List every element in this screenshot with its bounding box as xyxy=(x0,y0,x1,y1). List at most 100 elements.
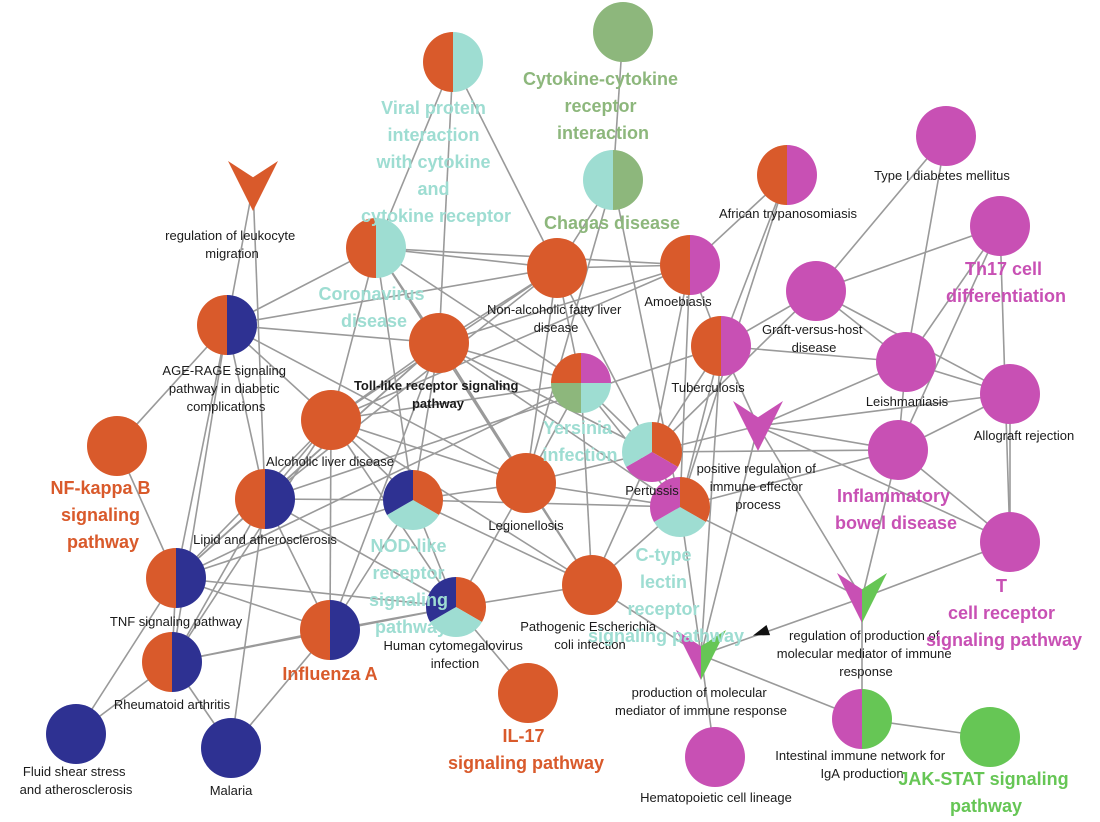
node-pertussis[interactable] xyxy=(622,422,683,482)
node-intest[interactable] xyxy=(832,689,892,749)
node-t1dm[interactable] xyxy=(916,106,976,166)
edge-nafld-agerage xyxy=(226,267,558,326)
edge-african-tb xyxy=(720,174,788,347)
edge-alcoholic-flu xyxy=(329,419,332,631)
node-chagas[interactable] xyxy=(583,150,643,210)
group-label-ibd-line1: Inflammatory xyxy=(837,486,950,506)
node-african[interactable] xyxy=(757,145,817,205)
node-flu[interactable] xyxy=(300,600,360,660)
node-nfkb-disc xyxy=(87,416,147,476)
label-t1dm: Type I diabetes mellitus xyxy=(874,168,1010,183)
edge-viral-corona xyxy=(375,61,454,249)
node-gvhd-disc xyxy=(786,261,846,321)
node-alcoholic[interactable] xyxy=(301,390,361,450)
node-hcmv[interactable] xyxy=(426,577,487,637)
node-th17-disc xyxy=(970,196,1030,256)
group-label-yersinia: Yersinia infection xyxy=(543,418,618,465)
edge-th17-gvhd xyxy=(815,225,1001,292)
group-label-tcr: T cell receptor signaling pathway xyxy=(926,576,1082,650)
node-cytokine[interactable] xyxy=(593,2,653,62)
node-prod[interactable] xyxy=(676,630,726,680)
group-label-nfkb: NF-kappa B signaling pathway xyxy=(50,478,155,552)
node-regleuk[interactable] xyxy=(228,161,278,211)
label-fluid: Fluid shear stress and atherosclerosis xyxy=(20,764,133,797)
node-gvhd[interactable] xyxy=(786,261,846,321)
node-tb[interactable] xyxy=(691,316,751,376)
group-label-corona-line1: Coronavirus xyxy=(318,284,424,304)
node-yersinia[interactable] xyxy=(551,353,611,413)
node-agerage-slice-1 xyxy=(227,295,257,355)
node-posreg[interactable] xyxy=(733,401,783,451)
label-malaria: Malaria xyxy=(210,783,253,798)
edge-regprod-prod xyxy=(700,597,863,656)
node-ibd[interactable] xyxy=(868,420,928,480)
label-tnf: TNF signaling pathway xyxy=(110,614,243,629)
label-regprod-line1: regulation of production of xyxy=(789,628,940,643)
node-tcr[interactable] xyxy=(980,512,1040,572)
edge-agerage-tlr xyxy=(226,324,440,344)
node-viral[interactable] xyxy=(423,32,483,92)
label-tlr-line1: Toll-like receptor signaling xyxy=(354,378,519,393)
label-amoeb-line1: Amoebiasis xyxy=(644,294,712,309)
node-lipid[interactable] xyxy=(235,469,295,529)
node-allograft[interactable] xyxy=(980,364,1040,424)
edge-arrowhead xyxy=(753,625,771,636)
group-label-corona-line2: disease xyxy=(341,311,407,331)
node-prod-right xyxy=(701,630,726,680)
group-label-nod-line4: pathway xyxy=(375,617,447,637)
node-il17[interactable] xyxy=(498,663,558,723)
node-fluid[interactable] xyxy=(46,704,106,764)
node-viral-slice-0 xyxy=(423,32,453,92)
edge-ibd-ctype xyxy=(679,449,899,508)
node-ctype-slice-0 xyxy=(680,477,711,522)
group-label-ibd-line2: bowel disease xyxy=(835,513,957,533)
node-ecoli-disc xyxy=(562,555,622,615)
node-ctype-slice-2 xyxy=(650,477,680,522)
node-ra[interactable] xyxy=(142,632,202,692)
group-label-ctype-line3: receptor xyxy=(627,599,699,619)
label-prod-line2: mediator of immune response xyxy=(615,703,787,718)
label-intest: Intestinal immune network for IgA produc… xyxy=(775,748,948,781)
node-amoeb[interactable] xyxy=(660,235,720,295)
group-label-tcr-line3: signaling pathway xyxy=(926,630,1082,650)
node-legion[interactable] xyxy=(496,453,556,513)
label-hcmv: Human cytomegalovirus infection xyxy=(383,638,526,671)
node-ctype[interactable] xyxy=(650,477,711,538)
label-legion-line1: Legionellosis xyxy=(488,518,564,533)
node-malaria[interactable] xyxy=(201,718,261,778)
node-tnf[interactable] xyxy=(146,548,206,608)
node-nod[interactable] xyxy=(383,470,444,531)
group-label-nod-line3: signaling xyxy=(369,590,448,610)
node-tlr[interactable] xyxy=(409,313,469,373)
node-allograft-disc xyxy=(980,364,1040,424)
node-nfkb[interactable] xyxy=(87,416,147,476)
label-tb: Tuberculosis xyxy=(671,380,745,395)
edge-lipid-hcmv xyxy=(264,498,457,608)
label-fluid-line2: and atherosclerosis xyxy=(20,782,133,797)
group-label-cytokine-line2: receptor xyxy=(564,96,636,116)
edge-agerage-tnf xyxy=(175,324,228,579)
node-corona[interactable] xyxy=(346,218,406,278)
node-ecoli[interactable] xyxy=(562,555,622,615)
node-tb-slice-1 xyxy=(721,316,751,376)
label-posreg-line3: process xyxy=(735,497,781,512)
node-regprod[interactable] xyxy=(837,573,887,623)
edge-pertussis-ibd xyxy=(651,449,899,453)
node-jak[interactable] xyxy=(960,707,1020,767)
node-leish[interactable] xyxy=(876,332,936,392)
label-gvhd-line2: disease xyxy=(792,340,837,355)
group-label-ctype-line2: lectin xyxy=(640,572,687,592)
node-nafld[interactable] xyxy=(527,238,587,298)
node-agerage[interactable] xyxy=(197,295,257,355)
label-prod-line1: production of molecular xyxy=(632,685,768,700)
node-th17[interactable] xyxy=(970,196,1030,256)
group-label-nfkb-line1: NF-kappa B xyxy=(50,478,150,498)
label-nafld-line2: disease xyxy=(534,320,579,335)
node-hema[interactable] xyxy=(685,727,745,787)
node-nod-slice-0 xyxy=(413,470,444,515)
group-label-viral-line5: cytokine receptor xyxy=(361,206,511,226)
label-nafld-line1: Non-alcoholic fatty liver xyxy=(487,302,622,317)
label-agerage: AGE-RAGE signaling pathway in diabetic c… xyxy=(162,363,289,414)
node-fluid-disc xyxy=(46,704,106,764)
node-amoeb-slice-0 xyxy=(660,235,690,295)
